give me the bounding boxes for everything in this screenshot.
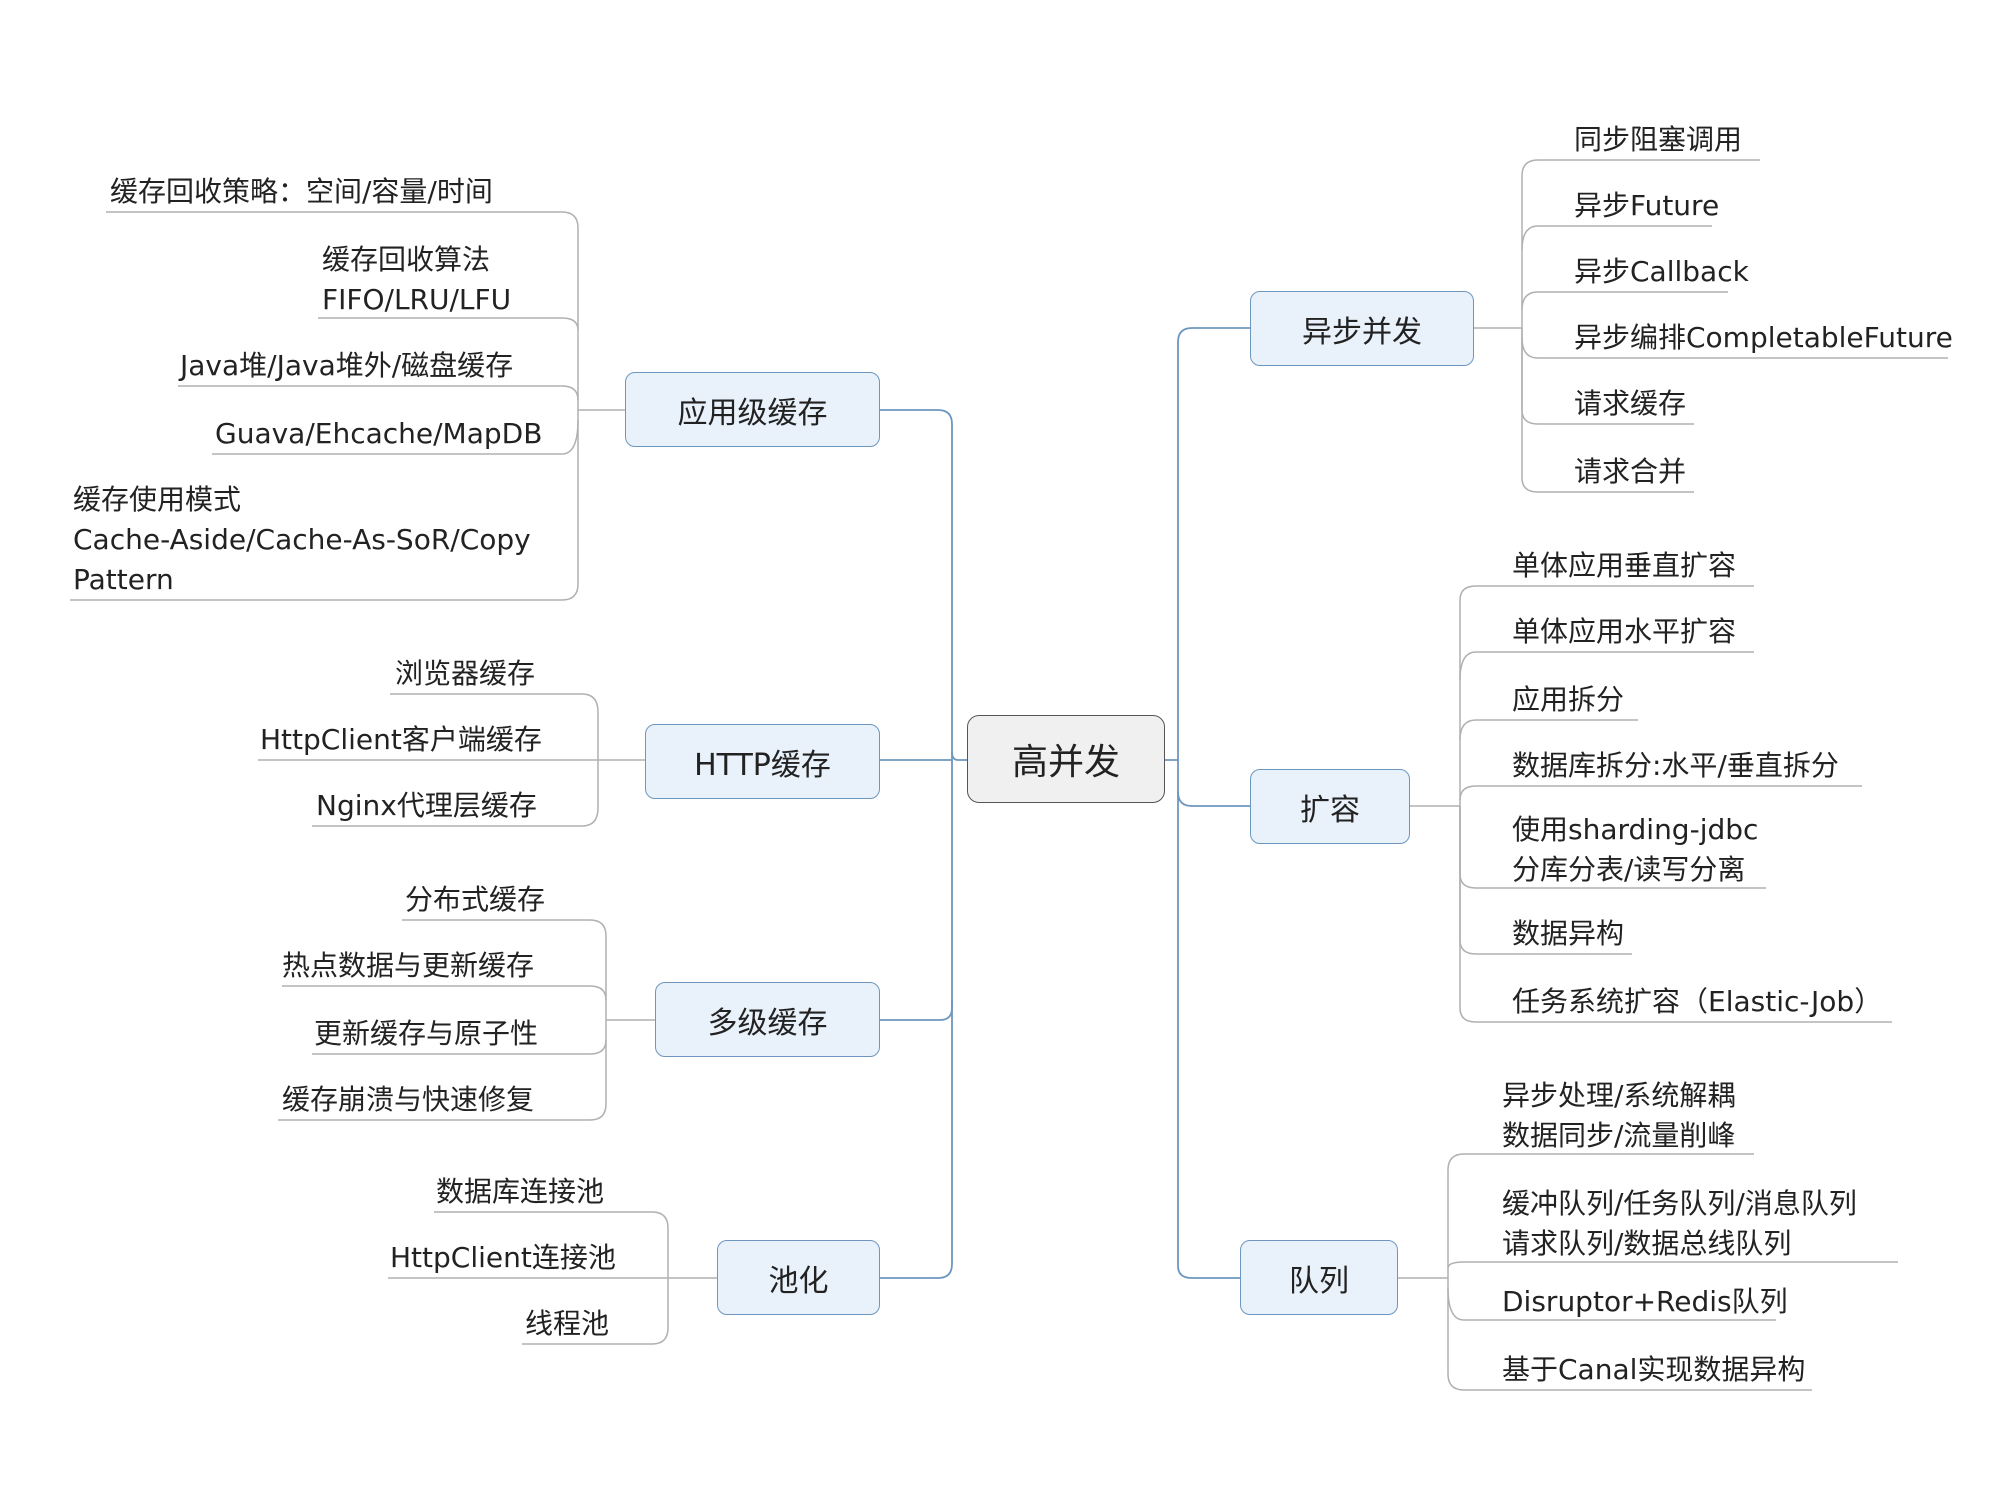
- leaf-http-cache-3: Nginx代理层缓存: [316, 789, 537, 822]
- branch-multi-cache[interactable]: 多级缓存: [655, 982, 880, 1057]
- leaf-async-5: 请求缓存: [1574, 387, 1687, 420]
- leaf-queue-2: 缓冲队列/任务队列/消息队列请求队列/数据总线队列: [1502, 1187, 1857, 1260]
- leaf-async-4: 异步编排CompletableFuture: [1574, 321, 1953, 354]
- leaf-app-cache-4: Guava/Ehcache/MapDB: [215, 417, 543, 450]
- root-node[interactable]: 高并发: [967, 715, 1165, 803]
- leaf-multi-cache-2: 热点数据与更新缓存: [282, 949, 535, 982]
- leaf-multi-cache-3: 更新缓存与原子性: [314, 1017, 539, 1050]
- leaf-app-cache-1: 缓存回收策略：空间/容量/时间: [110, 175, 493, 208]
- leaf-scale-4: 数据库拆分:水平/垂直拆分: [1512, 749, 1839, 782]
- leaf-queue-1: 异步处理/系统解耦数据同步/流量削峰: [1502, 1079, 1736, 1152]
- leaf-async-3: 异步Callback: [1574, 255, 1749, 288]
- leaf-app-cache-3: Java堆/Java堆外/磁盘缓存: [180, 349, 514, 382]
- branch-http-cache[interactable]: HTTP缓存: [645, 724, 880, 799]
- branch-scale[interactable]: 扩容: [1250, 769, 1410, 844]
- leaf-pooling-1: 数据库连接池: [436, 1175, 605, 1208]
- leaf-scale-3: 应用拆分: [1512, 683, 1625, 716]
- leaf-async-6: 请求合并: [1574, 455, 1687, 488]
- leaf-queue-3: Disruptor+Redis队列: [1502, 1285, 1788, 1318]
- leaf-multi-cache-4: 缓存崩溃与快速修复: [282, 1083, 535, 1116]
- leaf-pooling-3: 线程池: [525, 1307, 610, 1340]
- branch-async[interactable]: 异步并发: [1250, 291, 1474, 366]
- leaf-scale-1: 单体应用垂直扩容: [1512, 549, 1737, 582]
- leaf-http-cache-2: HttpClient客户端缓存: [260, 723, 542, 756]
- leaf-scale-2: 单体应用水平扩容: [1512, 615, 1737, 648]
- leaf-scale-6: 数据异构: [1512, 917, 1625, 950]
- leaf-queue-4: 基于Canal实现数据异构: [1502, 1353, 1806, 1386]
- leaf-async-2: 异步Future: [1574, 189, 1720, 222]
- leaf-scale-7: 任务系统扩容（Elastic-Job）: [1512, 985, 1883, 1018]
- leaf-async-1: 同步阻塞调用: [1574, 123, 1743, 156]
- leaf-pooling-2: HttpClient连接池: [390, 1241, 616, 1274]
- branch-pooling[interactable]: 池化: [717, 1240, 880, 1315]
- branch-queue[interactable]: 队列: [1240, 1240, 1398, 1315]
- leaf-http-cache-1: 浏览器缓存: [395, 657, 536, 690]
- leaf-multi-cache-1: 分布式缓存: [405, 883, 546, 916]
- branch-app-cache[interactable]: 应用级缓存: [625, 372, 880, 447]
